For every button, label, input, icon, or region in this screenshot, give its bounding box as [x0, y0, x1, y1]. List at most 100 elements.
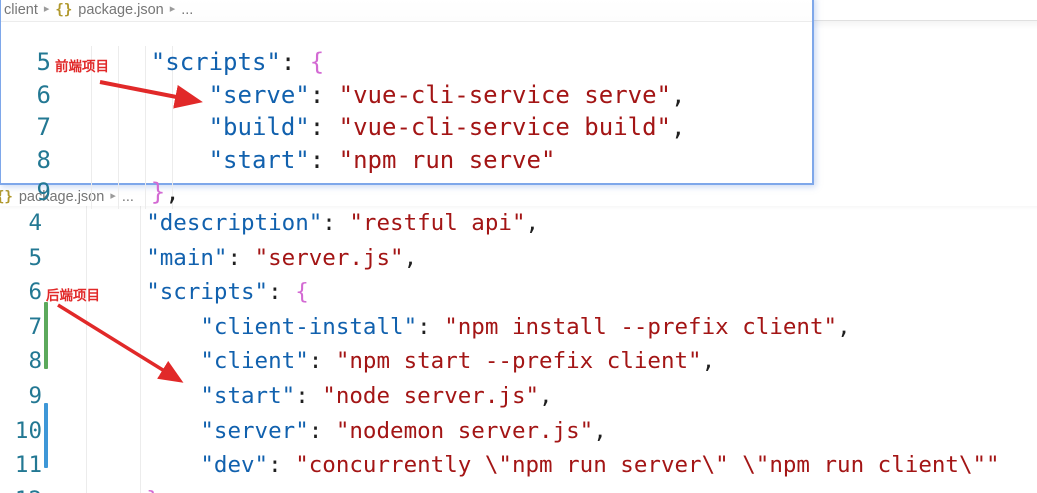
code-segment: "client": [200, 348, 309, 375]
line-number: 9: [28, 382, 42, 409]
code-segment: "start": [208, 145, 310, 174]
code-editor[interactable]: 4 "description": "restful api",5 "main":…: [0, 206, 1037, 493]
code-segment: {: [295, 279, 309, 306]
code-segment: "build": [208, 113, 310, 141]
code-segment: [92, 279, 146, 305]
code-segment: "npm install --prefix client": [444, 313, 838, 340]
line-number: 10: [14, 417, 42, 444]
code-segment: [92, 487, 146, 493]
code-text: },: [93, 176, 180, 209]
line-number: 8: [36, 145, 51, 174]
code-segment: "start": [200, 382, 296, 409]
code-segment: "restful api": [349, 210, 526, 236]
line-number: 4: [28, 210, 42, 236]
code-text: "server": "nodemon server.js",: [92, 414, 607, 449]
line-number: 7: [28, 313, 42, 340]
breadcrumb-item-folder[interactable]: client: [4, 1, 38, 18]
line-number: 9: [36, 178, 51, 206]
code-segment: ,: [593, 417, 607, 444]
code-text: "description": "restful api",: [92, 206, 539, 241]
line-number: 12: [0, 483, 42, 493]
line-number: 5: [28, 244, 42, 271]
code-segment: "node server.js": [322, 382, 540, 409]
code-segment: [92, 452, 200, 478]
code-segment: :: [309, 113, 339, 141]
code-segment: :: [308, 348, 336, 375]
code-text: "main": "server.js",: [92, 241, 417, 276]
line-number: 5: [36, 48, 51, 76]
code-segment: ,: [837, 313, 851, 340]
code-line[interactable]: 8 "start": "npm run serve": [1, 144, 812, 177]
breadcrumb-item-more[interactable]: ...: [181, 1, 194, 18]
chevron-right-icon: ▸: [110, 190, 116, 202]
code-segment: "serve": [208, 80, 310, 109]
code-segment: "npm start --prefix client": [335, 348, 702, 375]
code-segment: "scripts": [150, 48, 281, 76]
code-line[interactable]: 8 "client": "npm start --prefix client",: [0, 344, 1037, 379]
code-text: "serve": "vue-cli-service serve",: [93, 79, 686, 112]
client-package-json-screenshot: client ▸ {} package.json ▸ ... 5 "script…: [0, 0, 814, 209]
breadcrumb-item-file[interactable]: package.json: [18, 188, 105, 205]
indent-guide: [145, 46, 146, 209]
code-segment: "client-install": [200, 313, 418, 340]
breadcrumb: {} package.json ▸ ...: [0, 187, 1037, 206]
gutter-added-indicator[interactable]: [44, 302, 48, 369]
code-text: "scripts": {: [92, 275, 309, 310]
code-segment: :: [417, 313, 445, 340]
code-segment: "nodemon server.js": [335, 417, 594, 444]
code-segment: [93, 113, 209, 141]
code-segment: :: [322, 210, 350, 236]
line-number: 6: [28, 279, 42, 306]
chevron-right-icon: ▸: [169, 3, 176, 15]
breadcrumb: client ▸ {} package.json ▸ ...: [1, 0, 812, 22]
code-line[interactable]: 9 "start": "node server.js",: [0, 379, 1037, 414]
annotation-label-backend: 后端项目: [46, 288, 100, 303]
code-segment: :: [295, 382, 323, 409]
annotation-label-frontend: 前端项目: [55, 59, 109, 74]
code-text: "dev": "concurrently \"npm run server\" …: [92, 448, 999, 483]
gutter-modified-indicator[interactable]: [44, 403, 48, 468]
code-line[interactable]: 6 "serve": "vue-cli-service serve",: [1, 79, 812, 112]
code-line[interactable]: 9 },: [1, 176, 812, 209]
code-text: "client-install": "npm install --prefix …: [92, 310, 851, 345]
code-line[interactable]: 7 "client-install": "npm install --prefi…: [0, 310, 1037, 345]
code-segment: :: [268, 452, 296, 479]
code-segment: ,: [539, 382, 553, 409]
line-number: 6: [36, 80, 51, 109]
chevron-right-icon: ▸: [43, 3, 50, 15]
code-segment: [93, 81, 209, 109]
code-text: "scripts": {: [93, 46, 324, 79]
code-segment: [92, 245, 146, 271]
code-line[interactable]: 4 "description": "restful api",: [0, 206, 1037, 241]
code-segment: ,: [165, 178, 180, 206]
json-file-icon: {}: [0, 188, 13, 205]
code-segment: "description": [146, 210, 323, 236]
breadcrumb-item-file[interactable]: package.json: [78, 1, 164, 18]
code-line[interactable]: 5 "main": "server.js",: [0, 241, 1037, 276]
code-line[interactable]: 5 "scripts": {: [1, 46, 812, 79]
code-segment: "main": [146, 244, 228, 271]
code-line[interactable]: 7 "build": "vue-cli-service build",: [1, 111, 812, 144]
code-segment: :: [309, 80, 339, 109]
code-segment: ,: [160, 487, 174, 493]
code-line[interactable]: 12 },: [0, 483, 1037, 493]
code-text: },: [92, 483, 173, 493]
code-text: "start": "npm run serve": [93, 144, 556, 177]
code-segment: }: [150, 178, 166, 206]
indent-guide: [118, 46, 119, 209]
code-segment: "vue-cli-service serve": [338, 80, 671, 109]
code-editor[interactable]: 5 "scripts": {6 "serve": "vue-cli-servic…: [1, 46, 812, 209]
breadcrumb-item-more[interactable]: ...: [121, 188, 134, 205]
code-segment: [93, 146, 209, 174]
code-segment: "vue-cli-service build": [338, 113, 671, 141]
code-segment: :: [227, 244, 255, 271]
code-segment: [92, 348, 200, 374]
code-line[interactable]: 6 "scripts": {: [0, 275, 1037, 310]
code-segment: {: [309, 48, 325, 76]
code-line[interactable]: 11 "dev": "concurrently \"npm run server…: [0, 448, 1037, 483]
line-number: 8: [28, 348, 42, 375]
code-line[interactable]: 10 "server": "nodemon server.js",: [0, 414, 1037, 449]
code-text: "client": "npm start --prefix client",: [92, 344, 715, 379]
code-segment: :: [309, 145, 339, 174]
